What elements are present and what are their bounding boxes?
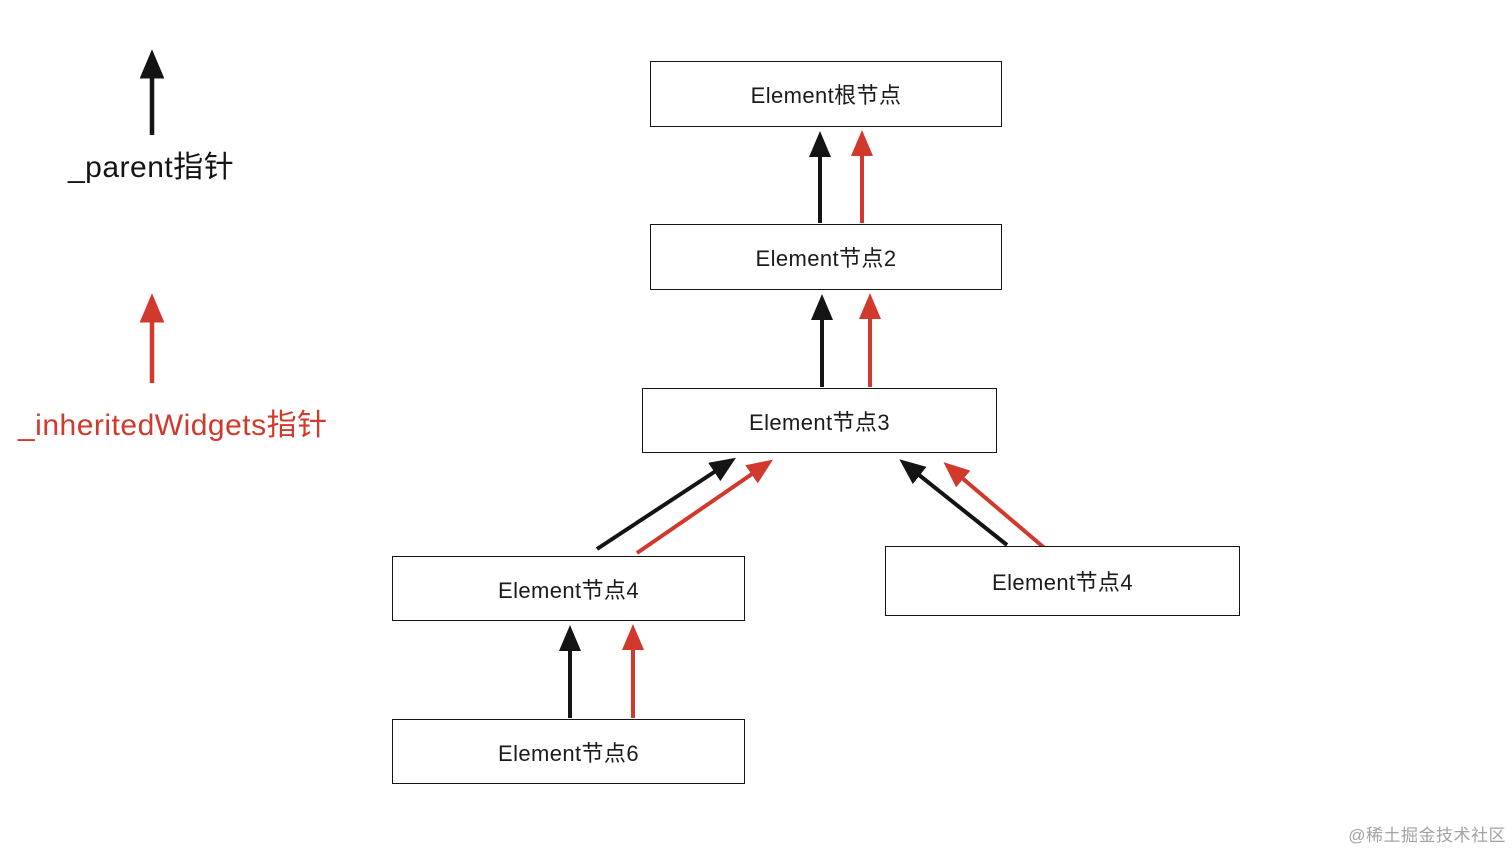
node-element-6: Element节点6 xyxy=(392,719,745,784)
node-element-4-left-label: Element节点4 xyxy=(498,577,639,603)
parent-arrow-node4right-to-node3 xyxy=(899,459,1009,547)
legend-parent-label: _parent指针 xyxy=(68,151,235,184)
node-element-2: Element节点2 xyxy=(650,224,1002,290)
node-element-root: Element根节点 xyxy=(650,61,1002,127)
node-element-root-label: Element根节点 xyxy=(750,83,902,108)
node-element-6-label: Element节点6 xyxy=(498,740,639,766)
inherited-arrow-node4right-to-node3 xyxy=(943,462,1050,553)
node-element-4-right: Element节点4 xyxy=(885,546,1240,616)
legend-inherited-label: _inheritedWidgets指针 xyxy=(18,409,328,442)
node-element-3: Element节点3 xyxy=(642,388,997,453)
inherited-arrow-node4left-to-node3 xyxy=(635,459,773,555)
watermark: @稀土掘金技术社区 xyxy=(1348,826,1506,845)
node-element-4-left: Element节点4 xyxy=(392,556,745,621)
node-element-4-right-label: Element节点4 xyxy=(992,570,1133,595)
node-element-3-label: Element节点3 xyxy=(749,409,890,435)
parent-arrow-node4left-to-node3 xyxy=(595,457,737,551)
node-element-2-label: Element节点2 xyxy=(755,246,897,271)
